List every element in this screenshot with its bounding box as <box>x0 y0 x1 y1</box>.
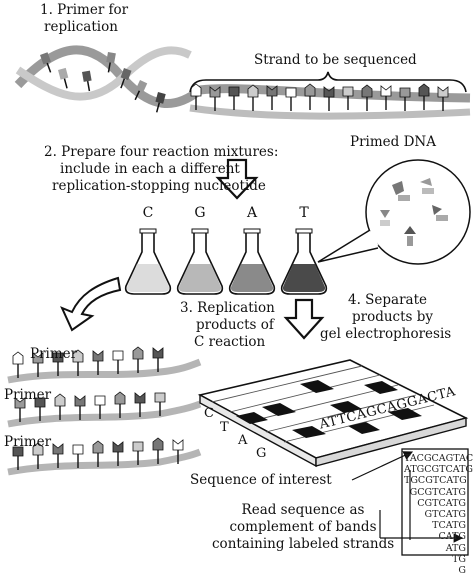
product-nucleotide-icon <box>32 352 44 377</box>
gel-lane-a: A <box>238 433 248 448</box>
product-nucleotide-icon <box>92 440 104 467</box>
sanger-sequencing-diagram: { "steps": { "step1": ["1. Primer for", … <box>4 2 473 576</box>
flask-letter-t: T <box>299 205 309 221</box>
step1-line1: 1. Primer for <box>40 2 129 18</box>
step3-line1: 3. Replication <box>180 300 275 316</box>
product-nucleotide-icon <box>12 446 24 470</box>
flask-c <box>124 228 172 295</box>
strand-nucleotide-icon <box>209 86 221 111</box>
step1-line2: replication <box>44 19 118 35</box>
curved-arrow <box>60 276 122 332</box>
product-nucleotide-icon <box>112 441 124 466</box>
product-nucleotide-icon <box>54 393 66 420</box>
step2-line1: 2. Prepare four reaction mixtures: <box>44 144 279 160</box>
read-seq-7: TCATG <box>432 520 466 532</box>
product-nucleotide-icon <box>74 395 86 420</box>
product-nucleotide-icon <box>52 443 64 468</box>
primer-nucleotides <box>40 52 166 113</box>
strand-nucleotide-icon <box>437 86 449 111</box>
flask-letter-c: C <box>142 205 154 221</box>
product-nucleotide-icon <box>52 352 64 376</box>
gel-slab <box>197 359 469 468</box>
product-nucleotide-icon <box>114 391 126 418</box>
step4-line3: gel electrophoresis <box>320 326 452 342</box>
read-seq-8: CATG <box>438 531 466 543</box>
read-seq-1: TACGCAGTAC <box>404 453 474 464</box>
read-note-line3: containing labeled strands <box>212 536 395 552</box>
illustration <box>7 45 471 556</box>
read-seq-10: TG <box>452 553 466 565</box>
replication-products <box>7 358 202 476</box>
product-nucleotide-icon <box>154 392 166 416</box>
product-nucleotide-icon <box>32 442 44 469</box>
product-nucleotides <box>12 346 184 470</box>
step2-line3: replication-stopping nucleotide <box>52 178 266 194</box>
primer-label-3: Primer <box>4 434 52 450</box>
product-nucleotide-icon <box>34 397 46 421</box>
step2-line2: include in each a different <box>60 161 240 177</box>
product-nucleotide-icon <box>172 439 184 464</box>
strand-nucleotide-icon <box>361 84 373 111</box>
step4-line2: products by <box>352 309 434 325</box>
strand-nucleotide-icon <box>228 86 240 110</box>
read-seq-11: G <box>458 565 466 576</box>
product-nucleotide-icon <box>134 392 146 417</box>
flasks <box>124 228 328 295</box>
flask-a <box>228 228 276 295</box>
flask-t <box>280 228 328 295</box>
flask-letter-a: A <box>246 205 258 221</box>
sequence-of-interest: Sequence of interest <box>190 472 332 488</box>
down-arrow-2 <box>283 298 325 340</box>
strand-nucleotide-icon <box>380 85 392 110</box>
product-nucleotide-icon <box>132 441 144 465</box>
strand-nucleotide-icon <box>399 87 411 111</box>
gel-lane-c: C <box>204 406 214 421</box>
strand-nucleotide-icon <box>266 85 278 110</box>
strand-nucleotide-icon <box>342 86 354 110</box>
product-nucleotide-icon <box>72 349 84 376</box>
product-nucleotide-icon <box>132 346 144 373</box>
step4-line1: 4. Separate <box>348 292 428 308</box>
primed-dna-label: Primed DNA <box>350 134 436 150</box>
strand-nucleotide-icon <box>323 86 335 111</box>
flask-g <box>176 228 224 295</box>
read-note-line2: complement of bands <box>229 519 377 535</box>
strand-nucleotide-icon <box>304 83 316 110</box>
strand-label: Strand to be sequenced <box>254 52 417 68</box>
product-nucleotide-icon <box>112 350 124 374</box>
strand-nucleotides <box>190 83 449 111</box>
product-nucleotide-icon <box>14 397 26 422</box>
product-nucleotide-icon <box>94 395 106 419</box>
strand-nucleotide-icon <box>418 83 430 110</box>
step3-line2: products of <box>196 317 274 333</box>
step3-line3: C reaction <box>194 334 266 350</box>
product-nucleotide-icon <box>92 350 104 375</box>
read-seq-5: CGTCATG <box>417 497 466 509</box>
nucleotide-bubble <box>317 159 471 265</box>
down-arrow-1 <box>215 158 259 200</box>
product-nucleotide-icon <box>12 351 24 378</box>
read-seq-6: GTCATG <box>424 509 466 521</box>
product-nucleotide-icon <box>152 347 164 372</box>
dna-helix <box>14 45 471 120</box>
read-note-line1: Read sequence as <box>241 502 365 518</box>
read-seq-2: ATGCGTCATG <box>404 464 473 476</box>
product-nucleotide-icon <box>72 444 84 468</box>
strand-nucleotide-icon <box>285 87 297 111</box>
primer-label-1: Primer <box>30 346 78 362</box>
strand-bracket <box>189 71 467 93</box>
gel-lane-g: G <box>256 446 267 461</box>
pointer-arrows <box>351 451 464 543</box>
product-nucleotide-icon <box>152 437 164 464</box>
strand-nucleotide-icon <box>247 84 259 111</box>
read-seq-3: TGCGTCATG <box>404 475 467 487</box>
gel-lane-t: T <box>220 420 229 435</box>
primer-label-2: Primer <box>4 387 52 403</box>
read-seq-9: ATG <box>445 542 466 554</box>
read-sequence-list: TACGCAGTAC ATGCGTCATG TGCGTCATG GCGTCATG… <box>404 453 474 576</box>
read-seq-4: GCGTCATG <box>409 486 466 498</box>
flask-letter-g: G <box>194 205 206 221</box>
